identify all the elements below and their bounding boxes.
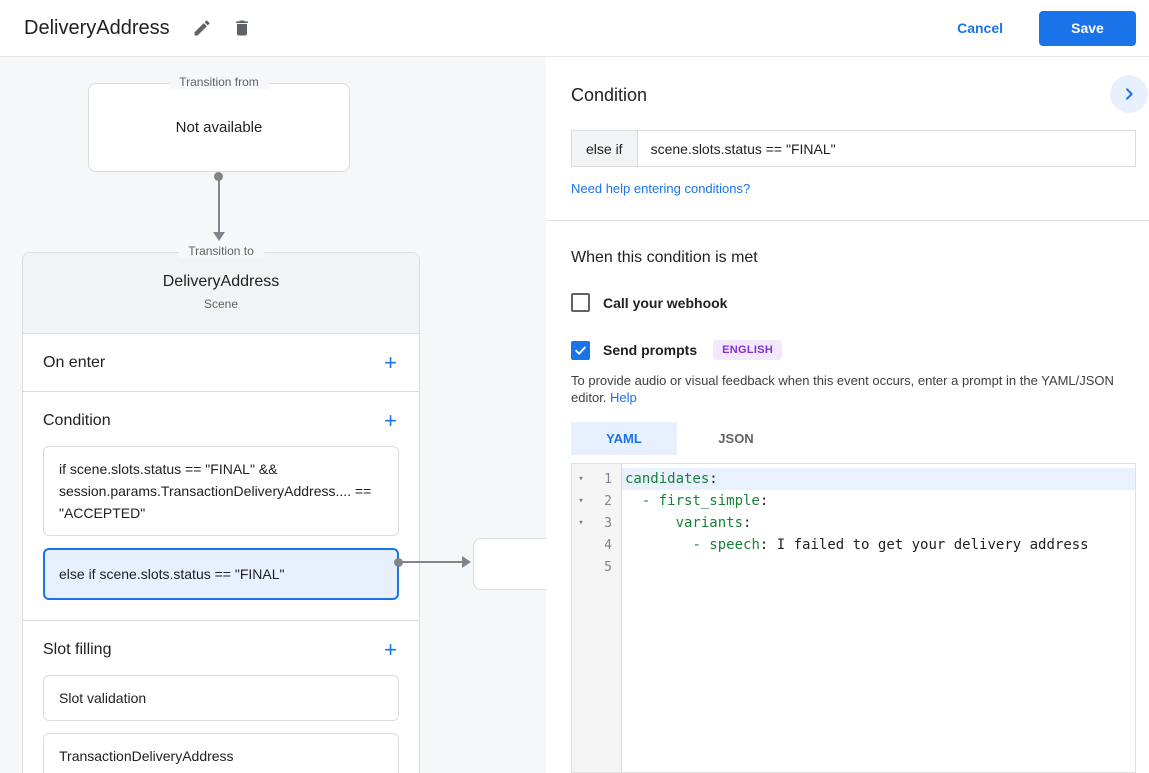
code-line[interactable]: - first_simple: bbox=[641, 493, 769, 509]
slot-filling-title: Slot filling bbox=[43, 641, 112, 658]
when-condition-met-title: When this condition is met bbox=[571, 249, 758, 266]
condition-section: Condition + if scene.slots.status == "FI… bbox=[23, 392, 419, 621]
transition-to-label: Transition to bbox=[178, 244, 264, 258]
trash-icon bbox=[232, 18, 252, 38]
collapse-panel-button[interactable] bbox=[1110, 75, 1148, 113]
down-arrow-icon bbox=[213, 232, 225, 241]
tab-json[interactable]: JSON bbox=[718, 431, 754, 446]
line-number: 2 bbox=[604, 493, 612, 509]
scene-flow-canvas: Transition from Not available Transition… bbox=[0, 57, 546, 773]
condition-item[interactable]: if scene.slots.status == "FINAL" && sess… bbox=[43, 446, 399, 536]
edit-title-button[interactable] bbox=[188, 14, 216, 42]
send-prompts-checkbox[interactable] bbox=[571, 340, 590, 360]
editor-code-area[interactable]: candidates: - first_simple: variants: - … bbox=[622, 464, 1135, 772]
gutter-row: ▾1 bbox=[572, 468, 621, 490]
right-connector-dot bbox=[394, 558, 403, 567]
gutter-row: ▾3 bbox=[572, 512, 621, 534]
webhook-row: Call your webhook bbox=[571, 293, 1149, 312]
condition-item-selected[interactable]: else if scene.slots.status == "FINAL" bbox=[43, 548, 399, 600]
editor-tabs: YAML JSON bbox=[571, 422, 1149, 455]
call-webhook-label: Call your webhook bbox=[603, 294, 728, 311]
page-title: DeliveryAddress bbox=[24, 16, 170, 39]
code-line[interactable]: variants: bbox=[675, 515, 752, 531]
fold-arrow-icon[interactable]: ▾ bbox=[578, 518, 584, 528]
transition-from-node[interactable]: Transition from Not available bbox=[88, 75, 350, 172]
panel-title: Condition bbox=[571, 85, 648, 105]
fold-arrow-icon[interactable]: ▾ bbox=[578, 496, 584, 506]
add-on-enter-button[interactable]: + bbox=[384, 350, 397, 375]
gutter-row: ▾2 bbox=[572, 490, 621, 512]
gutter-row: 5 bbox=[572, 556, 621, 578]
condition-editor-panel: Condition else if Need help entering con… bbox=[546, 57, 1149, 773]
prompt-help-text: To provide audio or visual feedback when… bbox=[571, 373, 1114, 405]
slot-item[interactable]: Slot validation bbox=[43, 675, 399, 721]
call-webhook-checkbox[interactable] bbox=[571, 293, 590, 312]
scene-name: DeliveryAddress bbox=[162, 273, 280, 290]
transition-target-node[interactable] bbox=[473, 538, 546, 590]
line-number: 5 bbox=[604, 559, 612, 575]
code-line[interactable]: - speech: I failed to get your delivery … bbox=[692, 537, 1089, 553]
line-number: 4 bbox=[604, 537, 612, 553]
code-line[interactable]: candidates: bbox=[622, 468, 1135, 490]
code-line[interactable] bbox=[622, 556, 1135, 578]
transition-from-content: Not available bbox=[175, 119, 263, 136]
slot-item[interactable]: TransactionDeliveryAddress bbox=[43, 733, 399, 773]
scene-node[interactable]: Transition to DeliveryAddress Scene On e… bbox=[22, 244, 420, 773]
slot-filling-section: Slot filling + Slot validation Transacti… bbox=[23, 621, 419, 773]
condition-expression-input[interactable] bbox=[636, 130, 1136, 167]
line-number: 3 bbox=[604, 515, 612, 531]
right-arrow-icon bbox=[462, 556, 471, 568]
chevron-right-icon bbox=[1121, 86, 1137, 102]
on-enter-title: On enter bbox=[43, 354, 106, 371]
condition-section-title: Condition bbox=[43, 412, 111, 429]
save-button[interactable]: Save bbox=[1039, 10, 1136, 46]
fold-arrow-icon[interactable]: ▾ bbox=[578, 474, 584, 484]
cancel-button[interactable]: Cancel bbox=[957, 20, 1003, 36]
gutter-row: 4 bbox=[572, 534, 621, 556]
on-enter-section: On enter + bbox=[23, 334, 419, 392]
condition-expression-row: else if bbox=[571, 130, 1136, 167]
delete-scene-button[interactable] bbox=[228, 14, 256, 42]
right-connector-line bbox=[400, 561, 464, 563]
top-bar: DeliveryAddress Cancel Save bbox=[0, 0, 1149, 57]
pencil-icon bbox=[192, 18, 212, 38]
send-prompts-row: Send prompts ENGLISH bbox=[571, 340, 1149, 360]
down-connector-line bbox=[218, 174, 220, 234]
send-prompts-label: Send prompts bbox=[603, 342, 698, 358]
down-connector-dot bbox=[214, 172, 223, 181]
conditions-help-link[interactable]: Need help entering conditions? bbox=[571, 181, 751, 196]
prompt-help-link[interactable]: Help bbox=[610, 390, 637, 405]
transition-from-label: Transition from bbox=[169, 75, 269, 89]
scene-type: Scene bbox=[203, 297, 239, 311]
scene-node-header: DeliveryAddress Scene bbox=[23, 253, 419, 334]
line-number: 1 bbox=[604, 471, 612, 487]
add-slot-button[interactable]: + bbox=[384, 637, 397, 662]
check-icon bbox=[574, 344, 587, 357]
add-condition-button[interactable]: + bbox=[384, 408, 397, 433]
tab-yaml[interactable]: YAML bbox=[571, 422, 677, 455]
condition-operator-label: else if bbox=[571, 130, 637, 167]
language-badge: ENGLISH bbox=[713, 340, 783, 360]
section-divider bbox=[546, 220, 1149, 221]
